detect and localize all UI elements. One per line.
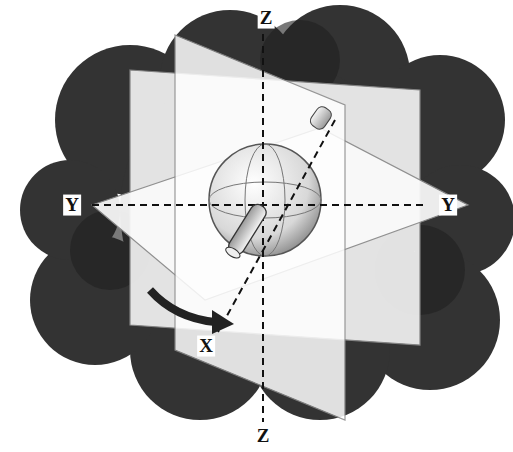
axis-lines [92, 34, 428, 422]
cloud-background [20, 5, 513, 420]
axis-label: Y [63, 195, 81, 216]
spin-axle [224, 202, 269, 261]
rotation-arrow [150, 290, 215, 322]
axis-label: Y [439, 195, 457, 216]
axis-label: Z [258, 8, 275, 29]
reference-planes [92, 35, 468, 420]
gyro-rotor [209, 144, 321, 256]
axis-label: X [197, 336, 215, 357]
axis-label: Z [255, 426, 272, 447]
